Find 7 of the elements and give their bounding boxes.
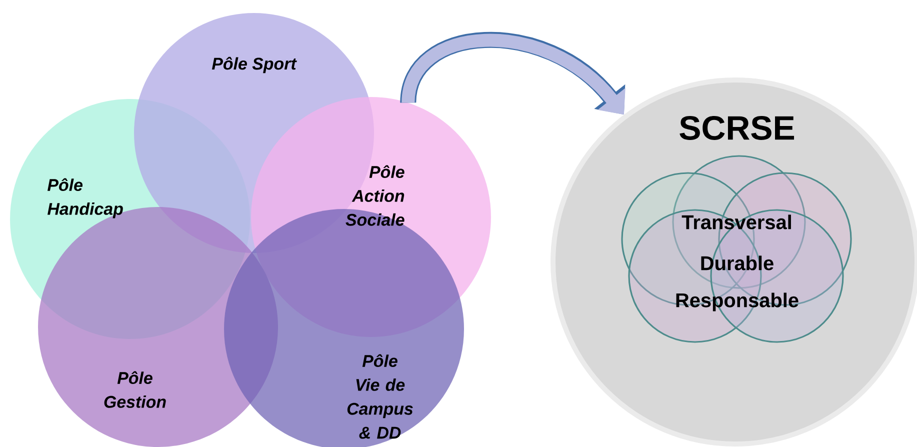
summary-disc <box>550 78 917 446</box>
pole-label: Pôle Handicap <box>48 178 123 218</box>
summary-text: SCRSE <box>680 116 794 140</box>
pole-label: Pôle Vie de Campus & DD <box>347 354 413 439</box>
pole-label: Pôle Gestion <box>104 371 166 408</box>
pole-label: Pôle Action Sociale <box>346 165 404 226</box>
pole-label: Pôle Sport <box>212 56 297 74</box>
